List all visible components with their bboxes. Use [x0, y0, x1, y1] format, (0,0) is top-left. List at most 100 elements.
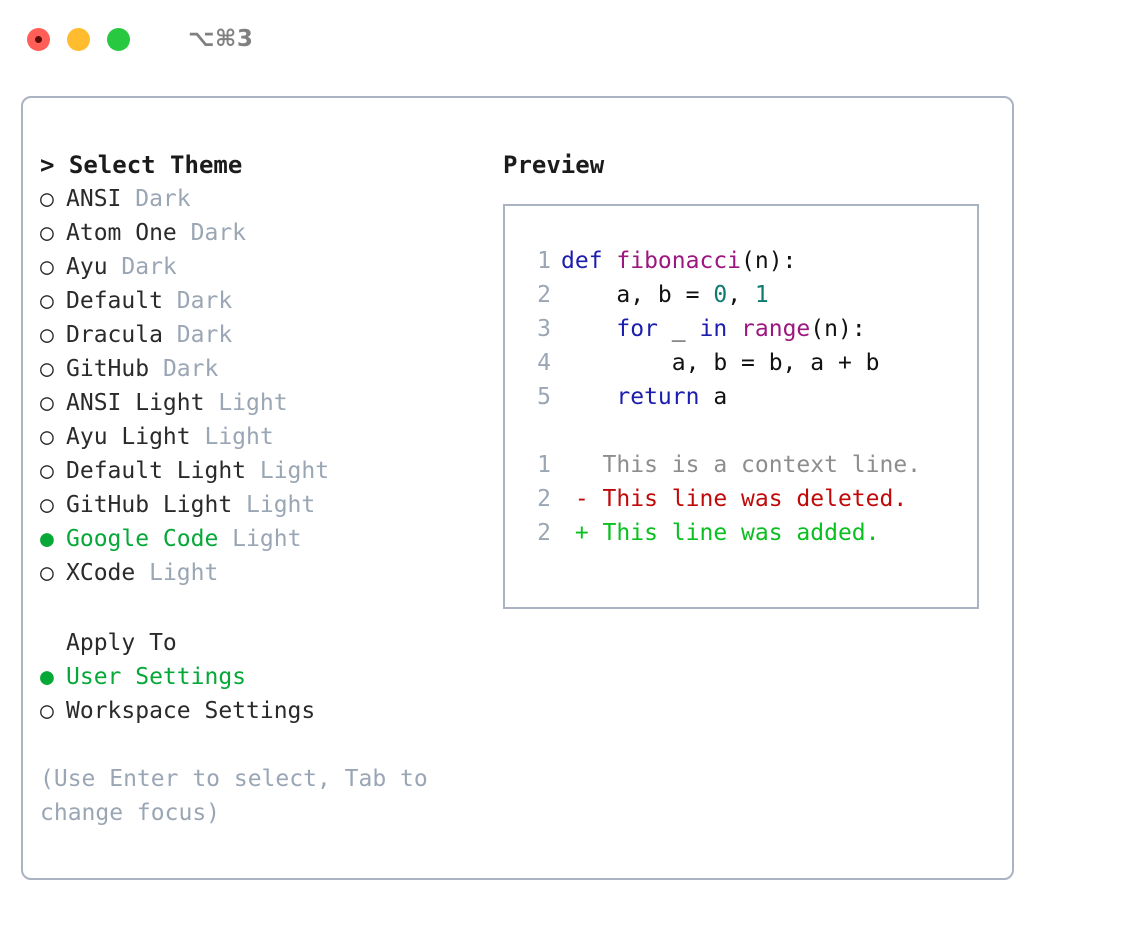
code-token: (n): [741, 248, 797, 274]
theme-option-kind: Light [218, 526, 302, 552]
theme-option[interactable]: ○XCode Light [40, 556, 488, 590]
code-token: , [727, 282, 755, 308]
theme-option[interactable]: ○ Ayu Dark [40, 250, 488, 284]
code-token: fibonacci [616, 248, 742, 274]
select-theme-heading: > Select Theme [40, 151, 243, 179]
code-token: for [616, 316, 658, 342]
code-token [561, 384, 616, 410]
code-line: 5 return a [521, 380, 977, 414]
theme-option[interactable]: ○ Ayu Light Light [40, 420, 488, 454]
diff-line: 2 - This line was deleted. [521, 482, 977, 516]
apply-to-label: Apply To [66, 630, 177, 656]
theme-option[interactable]: ○GitHub Dark [40, 352, 488, 386]
theme-option-kind: Light [246, 458, 330, 484]
theme-option-kind: Dark [121, 186, 191, 212]
radio-unselected-icon[interactable]: ○ [40, 356, 54, 382]
hint-spacer [40, 728, 488, 762]
apply-to-list[interactable]: ●User Settings○Workspace Settings [40, 660, 488, 728]
theme-option-label: ANSI Light [66, 390, 205, 416]
theme-option-label: GitHub Light [66, 492, 233, 518]
line-number: 1 [537, 248, 551, 274]
theme-option-label: Ayu [66, 254, 108, 280]
theme-option-label: Google Code [66, 526, 219, 552]
code-token: range [741, 316, 811, 342]
theme-option[interactable]: ○Default Dark [40, 284, 488, 318]
theme-option-label: XCode [66, 560, 136, 586]
code-token: a [699, 384, 728, 410]
apply-to-indent [40, 626, 66, 660]
theme-option-kind: Light [190, 424, 274, 450]
line-number: 2 [537, 282, 551, 308]
theme-option-label: Dracula [66, 322, 163, 348]
line-number: 4 [537, 350, 551, 376]
code-token: return [616, 384, 700, 410]
theme-option-label: Ayu Light [66, 424, 191, 450]
line-number: 1 [537, 452, 551, 478]
radio-selected-icon[interactable]: ● [40, 664, 54, 690]
window-controls [27, 27, 130, 51]
radio-selected-icon[interactable]: ● [40, 526, 54, 552]
code-token: def [561, 248, 617, 274]
theme-option[interactable]: ○Dracula Dark [40, 318, 488, 352]
apply-to-option[interactable]: ●User Settings [40, 660, 488, 694]
radio-unselected-icon[interactable]: ○ [40, 322, 54, 348]
theme-option-kind: Dark [176, 220, 247, 246]
code-line: 3 for _ in range(n): [521, 312, 977, 346]
line-number: 2 [537, 486, 551, 512]
code-token: in [699, 316, 728, 342]
radio-unselected-icon[interactable]: ○ [40, 220, 54, 246]
line-number: 3 [537, 316, 551, 342]
code-token: a, b = b, a + b [561, 350, 880, 376]
diff-sample: 1 This is a context line. 2 - This line w… [521, 448, 977, 550]
code-token [561, 316, 616, 342]
code-token: (n): [810, 316, 866, 342]
line-number: 2 [537, 520, 551, 546]
code-token: 0 [713, 282, 728, 308]
theme-option-label: Default [66, 288, 163, 314]
title-bar: ⌥⌘3 [0, 0, 1140, 78]
radio-unselected-icon[interactable]: ○ [40, 186, 54, 212]
maximize-button-icon[interactable] [107, 27, 130, 51]
theme-list[interactable]: ○ANSI Dark○Atom One Dark○Ayu Dark○Defaul… [40, 182, 488, 590]
theme-option[interactable]: ○Atom One Dark [40, 216, 488, 250]
theme-selector-column: > Select Theme ○ANSI Dark○Atom One Dark○… [23, 148, 488, 830]
diff-text: This is a context line. [561, 452, 922, 478]
code-token: a, b = [561, 282, 714, 308]
theme-option-label: ANSI [66, 186, 122, 212]
code-token: 1 [754, 282, 769, 308]
radio-unselected-icon[interactable]: ○ [40, 560, 54, 586]
radio-unselected-icon[interactable]: ○ [40, 254, 54, 280]
radio-unselected-icon[interactable]: ○ [40, 492, 54, 518]
radio-unselected-icon[interactable]: ○ [40, 288, 54, 314]
theme-option-kind: Light [232, 492, 316, 518]
theme-option-label: Default Light [66, 458, 247, 484]
radio-unselected-icon[interactable]: ○ [40, 390, 54, 416]
radio-unselected-icon[interactable]: ○ [40, 424, 54, 450]
section-spacer [40, 590, 488, 626]
radio-unselected-icon[interactable]: ○ [40, 458, 54, 484]
diff-text: + This line was added. [561, 520, 880, 546]
theme-option-label: GitHub [66, 356, 150, 382]
preview-heading: Preview [503, 151, 605, 179]
theme-option[interactable]: ○ANSI Light Light [40, 386, 488, 420]
code-token [727, 316, 741, 342]
code-line: 1 def fibonacci(n): [521, 244, 977, 278]
apply-to-option[interactable]: ○Workspace Settings [40, 694, 488, 728]
theme-option-kind: Dark [107, 254, 177, 280]
diff-text: - This line was deleted. [561, 486, 908, 512]
line-number: 5 [537, 384, 551, 410]
close-button-icon[interactable] [27, 27, 50, 51]
diff-line: 2 + This line was added. [521, 516, 977, 550]
theme-option[interactable]: ○ Default Light Light [40, 454, 488, 488]
minimize-button-icon[interactable] [67, 27, 90, 51]
theme-option[interactable]: ○ ANSI Dark [40, 182, 488, 216]
code-token: _ [657, 316, 700, 342]
radio-unselected-icon[interactable]: ○ [40, 698, 54, 724]
apply-to-title: Apply To [40, 626, 488, 660]
theme-option[interactable]: ● Google Code Light [40, 522, 488, 556]
theme-option[interactable]: ○ GitHub Light Light [40, 488, 488, 522]
